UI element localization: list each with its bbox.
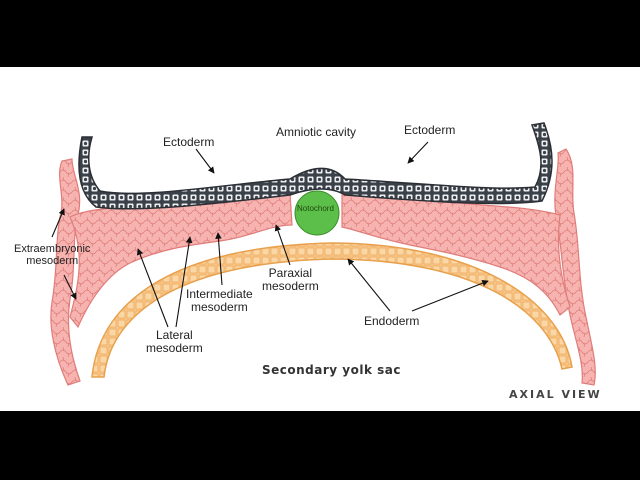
- leader-extraembryonic-upper: [51, 208, 65, 238]
- label-endoderm: Endoderm: [364, 314, 420, 328]
- label-amniotic-cavity: Amniotic cavity: [276, 125, 357, 139]
- leader-endoderm-1: [347, 258, 391, 312]
- leader-lateral-1: [136, 248, 169, 328]
- label-intermediate-line1: Intermediate: [186, 287, 253, 301]
- label-secondary-yolk-sac: Secondary yolk sac: [262, 363, 401, 377]
- label-notochord: Notochord: [297, 204, 334, 213]
- label-extraembryonic-line2: mesoderm: [26, 255, 79, 267]
- diagram-panel: Ectoderm Amniotic cavity Ectoderm Extrae…: [0, 67, 640, 411]
- endoderm-layer: [91, 242, 573, 378]
- leader-paraxial: [274, 224, 291, 266]
- label-paraxial-line1: Paraxial: [268, 266, 313, 280]
- label-ectoderm-right: Ectoderm: [404, 123, 456, 137]
- label-lateral-line1: Lateral: [155, 328, 193, 342]
- label-ectoderm-left: Ectoderm: [163, 135, 215, 149]
- leader-ectoderm-left: [195, 148, 215, 174]
- leader-intermediate: [215, 232, 223, 286]
- label-paraxial-mesoderm: Paraxial mesoderm: [262, 267, 319, 293]
- leader-lateral-2: [175, 236, 193, 328]
- label-extraembryonic-line1: Extraembryonic: [14, 243, 91, 255]
- leader-ectoderm-right: [407, 141, 429, 164]
- leader-extraembryonic-lower: [63, 274, 77, 300]
- label-intermediate-mesoderm: Intermediate mesoderm: [186, 288, 253, 314]
- leader-endoderm-2: [411, 280, 489, 312]
- label-paraxial-line2: mesoderm: [262, 279, 319, 293]
- label-lateral-mesoderm: Lateral mesoderm: [146, 329, 203, 355]
- notochord: [294, 190, 340, 236]
- label-lateral-line2: mesoderm: [146, 341, 203, 355]
- view-label: AXIAL VIEW: [509, 388, 602, 401]
- embryo-cross-section: [50, 122, 596, 386]
- label-extraembryonic-mesoderm: Extraembryonic mesoderm: [14, 243, 90, 267]
- label-intermediate-line2: mesoderm: [191, 300, 248, 314]
- ectoderm-layer: [78, 122, 553, 210]
- extraembryonic-mesoderm-left: [50, 158, 81, 386]
